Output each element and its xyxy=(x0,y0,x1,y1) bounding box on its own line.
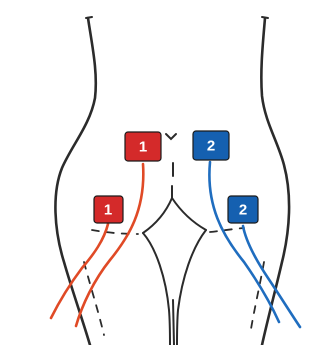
electrode-label: 2 xyxy=(207,138,215,155)
electrode-upper-left: 1 xyxy=(125,132,161,161)
left-top-tick xyxy=(86,17,92,18)
electrodes: 1 2 1 2 xyxy=(94,131,258,223)
left-body-contour xyxy=(55,18,95,345)
electrode-upper-right: 2 xyxy=(193,131,229,160)
channel-2-upper-cable xyxy=(209,162,279,322)
center-leg-line xyxy=(173,300,174,345)
left-inner-thigh xyxy=(143,233,170,345)
gluteal-cleft xyxy=(172,163,173,198)
channel-1-upper-cable xyxy=(76,164,143,326)
electrode-label: 1 xyxy=(139,139,147,156)
electrode-lower-left: 1 xyxy=(94,196,123,223)
right-buttock-fold xyxy=(172,198,206,230)
sacral-mark xyxy=(166,134,176,139)
cables xyxy=(51,162,300,327)
electrode-label: 1 xyxy=(104,202,112,219)
right-inner-thigh xyxy=(177,230,206,345)
electrode-lower-right: 2 xyxy=(228,196,258,223)
body-outline xyxy=(55,17,289,345)
electrode-label: 2 xyxy=(239,202,247,219)
right-gluteal-dashes xyxy=(210,228,244,232)
left-buttock-fold xyxy=(143,198,172,233)
channel-2-lower-cable xyxy=(243,226,300,327)
right-top-tick xyxy=(262,17,268,18)
channel-1-lower-cable xyxy=(51,224,108,318)
